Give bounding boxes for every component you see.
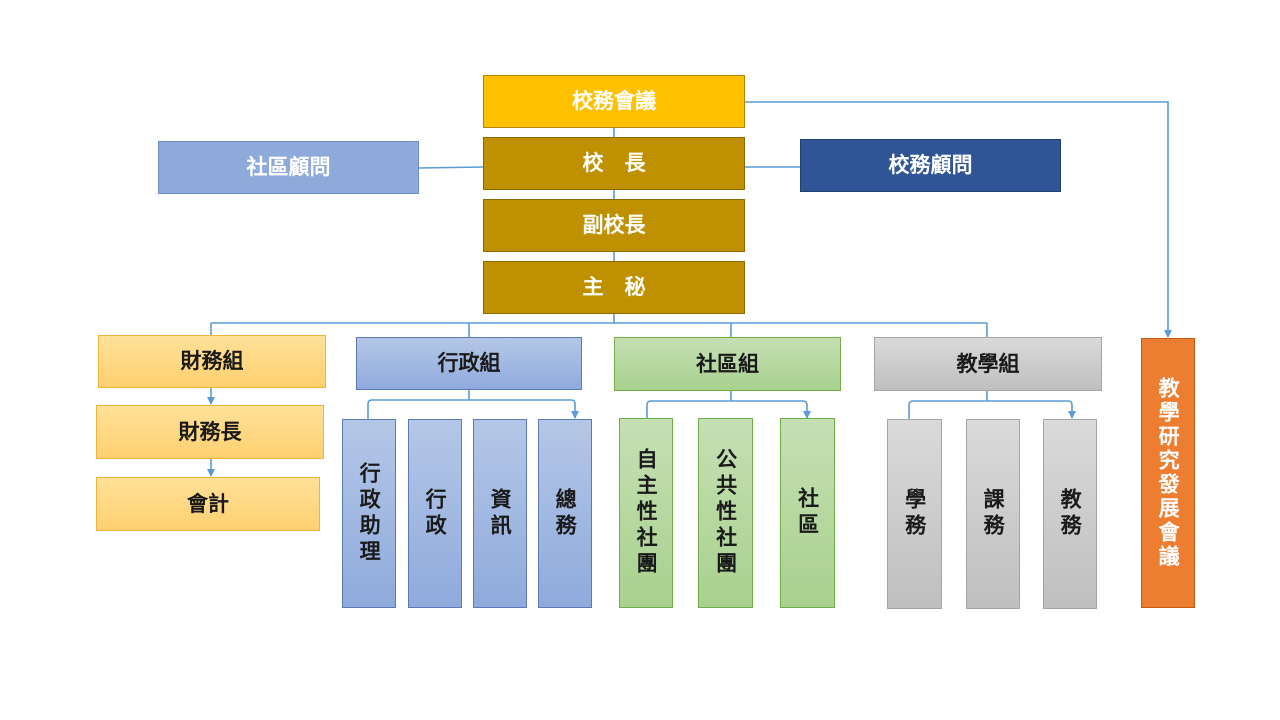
teaching-group-box: 教學組 <box>874 337 1102 391</box>
admin-group-box: 行政組 <box>356 337 582 390</box>
principal-box: 校 長 <box>483 137 745 190</box>
community-branch <box>643 400 811 425</box>
chief-secretary-box: 主 秘 <box>483 261 745 314</box>
link-council-research <box>745 101 1172 338</box>
course-affairs-unit: 課務 <box>966 419 1020 609</box>
information-unit: 資訊 <box>473 419 527 608</box>
link-community-advisor <box>418 166 485 169</box>
finance-group-box: 財務組 <box>98 335 326 388</box>
community-unit: 社區 <box>780 418 835 608</box>
general-affairs-unit: 總務 <box>538 419 592 608</box>
student-affairs-unit: 學務 <box>887 419 942 609</box>
public-club-unit: 公共性社團 <box>698 418 753 608</box>
administration-unit: 行政 <box>408 419 462 608</box>
autonomous-club-unit: 自主性社團 <box>619 418 673 608</box>
community-advisor-box: 社區顧問 <box>158 141 419 194</box>
vice-principal-box: 副校長 <box>483 199 745 252</box>
community-group-box: 社區組 <box>614 337 841 391</box>
admin-assistant-unit: 行政助理 <box>342 419 396 608</box>
finance-officer-box: 財務長 <box>96 405 324 459</box>
teaching-research-council-box: 教學研究發展會議 <box>1141 338 1195 608</box>
teaching-branch <box>905 400 1076 425</box>
accounting-box: 會計 <box>96 477 320 531</box>
school-advisor-box: 校務顧問 <box>800 139 1061 192</box>
academic-affairs-unit: 教務 <box>1043 419 1097 609</box>
school-council-box: 校務會議 <box>483 75 745 128</box>
admin-branch <box>364 399 579 425</box>
